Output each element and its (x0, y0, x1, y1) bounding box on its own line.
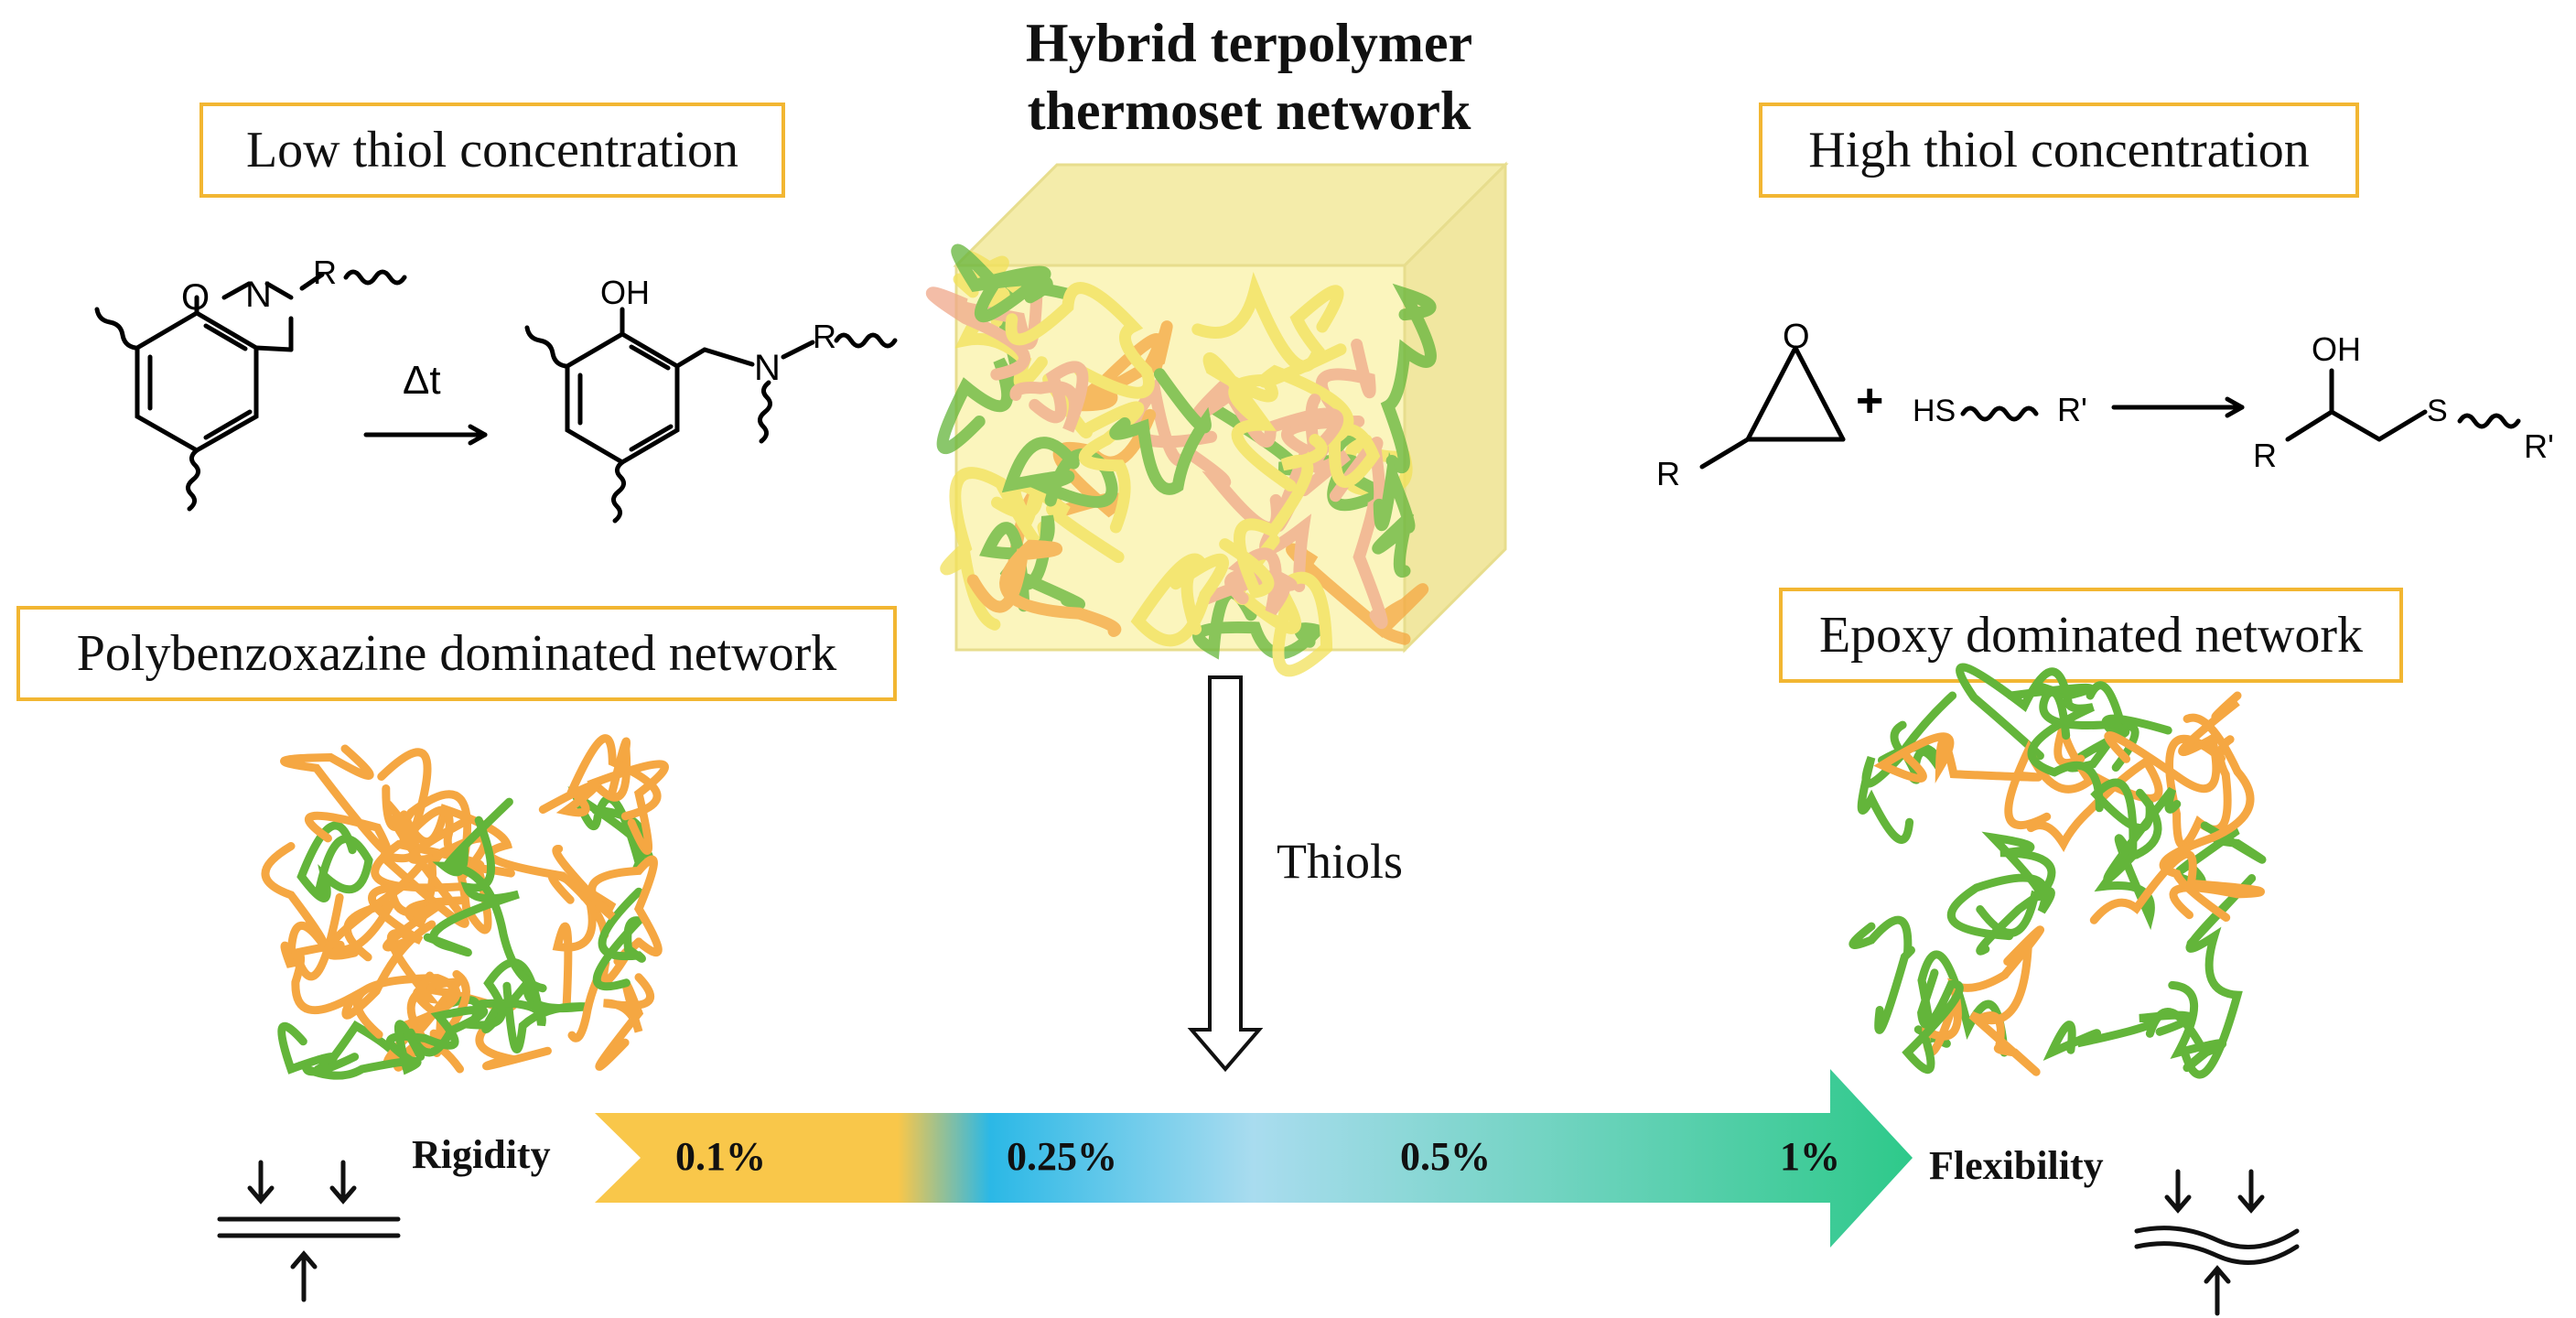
stop-0.1: 0.1% (675, 1134, 766, 1179)
polymer-strand (1857, 720, 1914, 844)
polymer-strand (423, 816, 520, 957)
heat-label: Δt (403, 358, 441, 403)
polymer-strand (377, 748, 469, 928)
polymer-strand (2006, 683, 2104, 813)
low-thiol-label: Low thiol concentration (199, 103, 785, 198)
rigid-plate-icon (217, 1160, 401, 1302)
pbz-network-label: Polybenzoxazine dominated network (16, 606, 897, 701)
polymer-strand (2180, 874, 2257, 1079)
polymer-strand (951, 243, 1053, 322)
title-line1: Hybrid terpolymer (1025, 13, 1473, 73)
polymer-strand (1329, 436, 1388, 630)
polymer-strand (587, 737, 669, 855)
epoxy-thiol-scheme: O R + HS R' OH R S R' (1656, 318, 2554, 492)
polymer-strand (1968, 943, 2041, 1076)
polymer-strand (1380, 283, 1437, 474)
concentration-gradient-arrow (595, 1069, 1913, 1248)
polymer-strand (2042, 1010, 2194, 1062)
polymer-strand (1202, 352, 1297, 492)
atom-OH: OH (600, 274, 650, 311)
polymer-strand (286, 920, 437, 1020)
polymer-strand (2004, 725, 2096, 830)
polymer-strand (280, 744, 392, 856)
polymer-strand (979, 514, 1085, 612)
polymer-strand (2039, 687, 2172, 740)
polymer-strand (1848, 915, 1915, 1034)
polymer-strand (432, 797, 547, 993)
plus-sign: + (1856, 374, 1883, 427)
thiol-Rp: R' (2057, 391, 2087, 428)
polymer-strand (552, 845, 663, 956)
high-thiol-label: High thiol concentration (1759, 103, 2359, 198)
thiols-label: Thiols (1277, 834, 1404, 889)
title-line2: thermoset network (1027, 81, 1471, 141)
polymer-strand (991, 479, 1125, 564)
epoxy-network (1848, 663, 2267, 1079)
stop-0.25: 0.25% (1007, 1134, 1117, 1179)
atom-R-product: R (813, 318, 836, 355)
flexibility-label: Flexibility (1929, 1143, 2104, 1188)
polymer-strand (2090, 778, 2182, 883)
hybrid-network-cube (926, 161, 1509, 677)
product-S: S (2427, 394, 2448, 428)
polymer-strand (2165, 734, 2235, 849)
polymer-strand (2094, 788, 2162, 931)
polymer-strand (1976, 831, 2056, 937)
polymer-strand (1009, 361, 1089, 433)
polymer-strand (1902, 968, 1964, 1075)
polymer-strand (323, 882, 440, 1004)
atom-N-product: N (754, 348, 781, 388)
thiol-HS: HS (1913, 394, 1956, 428)
polymer-strand (2145, 980, 2227, 1072)
polymer-strand (1192, 587, 1329, 660)
epoxide-O: O (1783, 318, 1810, 356)
product-Rp: R' (2524, 427, 2554, 465)
polymer-strand (2104, 691, 2242, 794)
polymer-strand (954, 287, 1048, 390)
polymer-strand (1005, 282, 1155, 399)
polymer-strand (538, 734, 662, 821)
atom-R: R (313, 254, 337, 291)
polymer-strand (1946, 873, 2055, 956)
product-OH: OH (2312, 330, 2361, 368)
flexible-plate-icon (2134, 1169, 2300, 1316)
polymer-strand (298, 1020, 426, 1080)
rigidity-label: Rigidity (412, 1132, 551, 1177)
polymer-strand (1372, 451, 1416, 578)
product-R: R (2253, 437, 2277, 474)
stop-0.5: 0.5% (1400, 1134, 1491, 1179)
network-title: Hybrid terpolymer thermoset network (952, 9, 1547, 145)
polymer-strand (1873, 732, 2042, 783)
atom-N: N (245, 275, 272, 315)
product-side-chain: N R (702, 318, 898, 444)
polymer-strand (2026, 755, 2163, 852)
epoxide-R: R (1656, 455, 1680, 492)
polymer-strand (1286, 543, 1429, 645)
polymer-strand (966, 539, 1122, 637)
benzoxazine-ring-opening-scheme: O N R Δt OH (94, 254, 707, 524)
epoxy-network-label: Epoxy dominated network (1779, 588, 2403, 683)
polymer-strand (592, 887, 647, 991)
polymer-strand (595, 973, 654, 1071)
stop-1: 1% (1780, 1134, 1840, 1179)
polymer-strand (1130, 553, 1229, 647)
polymer-strand (1219, 434, 1328, 600)
atom-O: O (181, 277, 210, 318)
polymer-strand (2159, 713, 2255, 922)
polymer-strand (296, 821, 373, 902)
polymer-strand (2064, 681, 2139, 772)
thiols-arrow (1187, 675, 1264, 1073)
polymer-strand (1109, 368, 1212, 495)
polybenzoxazine-network (261, 734, 669, 1080)
polymer-strand (547, 870, 617, 1012)
